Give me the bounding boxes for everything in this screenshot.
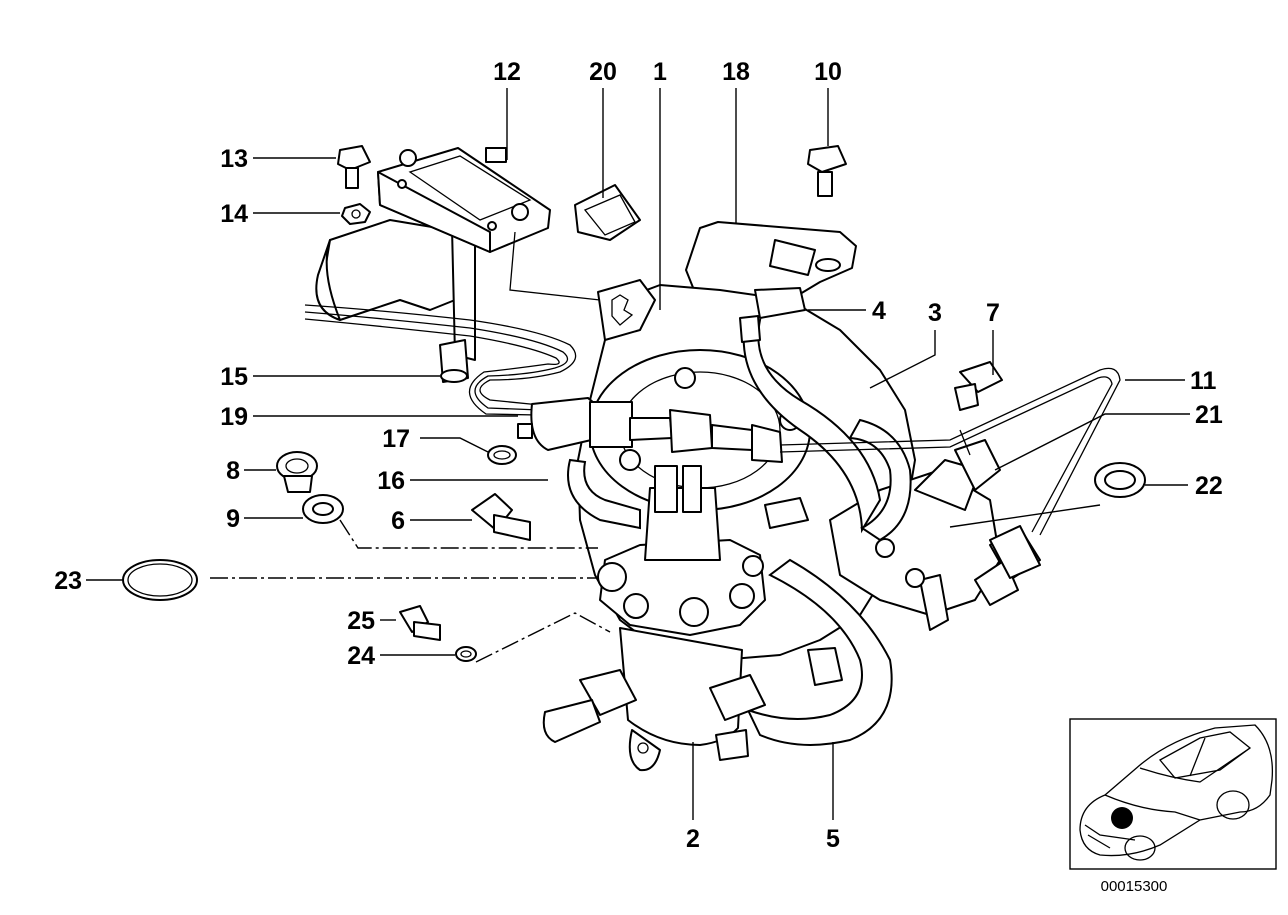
callout-3: 3 (928, 299, 942, 327)
callout-16: 16 (377, 467, 405, 495)
callout-8: 8 (226, 457, 240, 485)
callout-1: 1 (653, 58, 667, 86)
callout-25: 25 (347, 607, 375, 635)
callout-14: 14 (220, 200, 248, 228)
fuel-line (779, 367, 1121, 579)
callout-13: 13 (220, 145, 248, 173)
callout-11: 11 (1190, 367, 1217, 395)
callout-23: 23 (54, 567, 82, 595)
callout-15: 15 (220, 363, 248, 391)
callout-20: 20 (589, 58, 617, 86)
pump-assembly (542, 221, 1041, 772)
callout-9: 9 (226, 505, 240, 533)
callout-7: 7 (986, 299, 1000, 327)
callout-10: 10 (814, 58, 842, 86)
loose-parts (122, 145, 1146, 662)
callout-labels: 12 20 1 18 10 13 14 4 3 7 15 11 19 21 17… (54, 58, 1223, 853)
callout-17: 17 (382, 425, 410, 453)
callout-5: 5 (826, 825, 840, 853)
vehicle-locator-thumbnail (1069, 718, 1277, 870)
callout-6: 6 (391, 507, 405, 535)
leader-lines (86, 88, 1190, 820)
callout-19: 19 (220, 403, 248, 431)
wiring-harness (304, 304, 577, 416)
callout-12: 12 (493, 58, 521, 86)
callout-22: 22 (1195, 472, 1223, 500)
control-unit (315, 147, 601, 383)
diagram-reference-number: 00015300 (1101, 878, 1168, 895)
callout-21: 21 (1195, 401, 1223, 429)
callout-24: 24 (347, 642, 375, 670)
callout-18: 18 (722, 58, 750, 86)
callout-2: 2 (686, 825, 700, 853)
callout-4: 4 (872, 297, 886, 325)
sensor (517, 397, 783, 463)
